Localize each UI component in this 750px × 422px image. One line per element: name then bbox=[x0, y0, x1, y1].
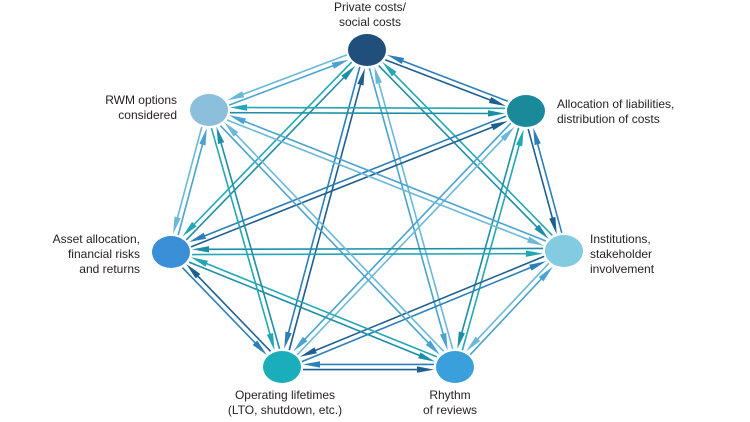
node-label-allocation: Allocation of liabilities, distribution … bbox=[557, 97, 675, 126]
nodes-layer bbox=[152, 34, 583, 383]
edge-private-rhythm bbox=[368, 66, 454, 351]
edge-operating-asset bbox=[181, 264, 272, 355]
edge-private-allocation bbox=[384, 54, 509, 107]
node-label-institutions: Institutions, stakeholder involvement bbox=[590, 232, 655, 276]
node-label-rhythm: Rhythm of reviews bbox=[422, 388, 478, 417]
edge-allocation-rhythm bbox=[457, 127, 524, 351]
edge-rhythm-rwm bbox=[219, 122, 445, 355]
node-private bbox=[348, 34, 386, 66]
edge-private-asset bbox=[182, 61, 356, 241]
edge-institutions-rwm bbox=[226, 115, 547, 246]
node-operating bbox=[263, 351, 301, 383]
node-institutions bbox=[545, 235, 583, 267]
edge-rhythm-asset bbox=[188, 257, 438, 362]
edge-allocation-institutions bbox=[527, 127, 563, 235]
edge-allocation-rwm bbox=[229, 104, 506, 117]
node-label-private: Private costs/ social costs bbox=[333, 0, 407, 29]
edge-private-rwm bbox=[227, 54, 349, 106]
edge-operating-rwm bbox=[210, 126, 281, 351]
edge-rhythm-operating bbox=[303, 361, 434, 373]
node-asset bbox=[152, 236, 190, 268]
node-label-rwm: RWM options considered bbox=[105, 93, 177, 122]
node-label-asset: Asset allocation, financial risks and re… bbox=[52, 232, 140, 276]
edge-allocation-operating bbox=[293, 122, 515, 356]
node-allocation bbox=[507, 95, 545, 127]
edge-institutions-asset bbox=[191, 246, 544, 257]
node-rhythm bbox=[436, 351, 474, 383]
edge-private-operating bbox=[284, 66, 365, 351]
edge-institutions-operating bbox=[299, 255, 547, 363]
edge-asset-rwm bbox=[173, 126, 207, 236]
edge-institutions-rhythm bbox=[466, 262, 553, 356]
node-label-operating: Operating lifetimes (LTO, shutdown, etc.… bbox=[227, 388, 343, 417]
edges-layer bbox=[173, 54, 563, 373]
node-rwm bbox=[190, 94, 228, 126]
edge-private-institutions bbox=[378, 61, 553, 240]
edge-allocation-asset bbox=[189, 115, 508, 248]
